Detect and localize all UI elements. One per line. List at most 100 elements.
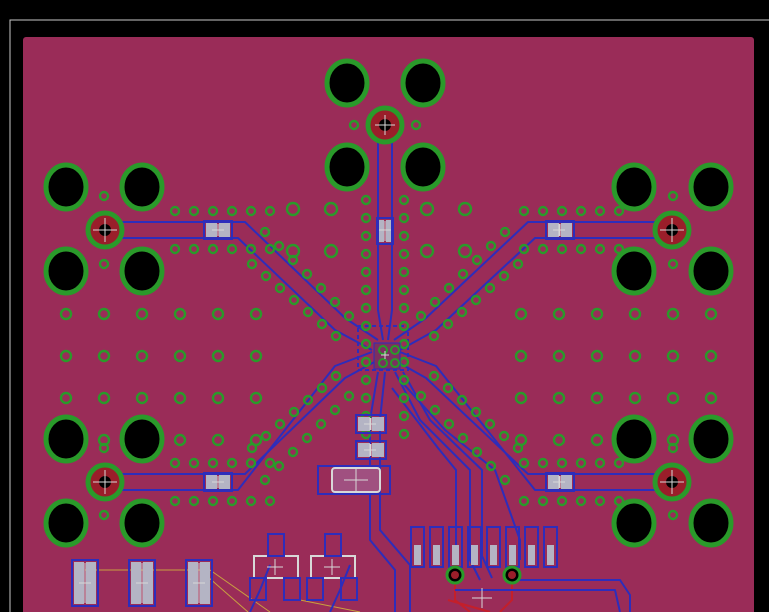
ground-pad-hole[interactable] — [324, 142, 370, 192]
header-pin-pad[interactable] — [467, 526, 482, 568]
via[interactable] — [169, 457, 181, 469]
via[interactable] — [169, 205, 181, 217]
via[interactable] — [259, 474, 271, 486]
via[interactable] — [260, 270, 272, 282]
ground-pad-hole[interactable] — [43, 162, 89, 212]
via-layer[interactable] — [59, 119, 718, 521]
via[interactable] — [419, 201, 435, 217]
ground-pad-hole[interactable] — [611, 246, 657, 296]
via[interactable] — [173, 391, 187, 405]
via[interactable] — [498, 430, 510, 442]
via[interactable] — [398, 284, 410, 296]
via[interactable] — [498, 270, 510, 282]
via[interactable] — [323, 243, 339, 259]
header-pin-pad[interactable] — [486, 526, 501, 568]
via[interactable] — [590, 349, 604, 363]
via[interactable] — [207, 205, 219, 217]
via[interactable] — [98, 258, 110, 270]
resistor-outline[interactable] — [128, 559, 156, 607]
via[interactable] — [98, 509, 110, 521]
via[interactable] — [456, 394, 468, 406]
via[interactable] — [360, 284, 372, 296]
via[interactable] — [704, 391, 718, 405]
ground-pad-hole[interactable] — [688, 162, 734, 212]
sot23-pad[interactable] — [324, 533, 342, 557]
via[interactable] — [329, 296, 341, 308]
resistor-pad[interactable] — [219, 223, 230, 237]
resistor-pad[interactable] — [372, 417, 384, 431]
via[interactable] — [285, 201, 301, 217]
via[interactable] — [518, 457, 530, 469]
via[interactable] — [594, 243, 606, 255]
via[interactable] — [360, 248, 372, 260]
via[interactable] — [499, 226, 511, 238]
header-pin-copper[interactable] — [433, 545, 440, 565]
via[interactable] — [343, 310, 355, 322]
via[interactable] — [415, 390, 427, 402]
via[interactable] — [360, 392, 372, 404]
via[interactable] — [485, 240, 497, 252]
via[interactable] — [552, 349, 566, 363]
via[interactable] — [97, 391, 111, 405]
via[interactable] — [207, 243, 219, 255]
via[interactable] — [575, 243, 587, 255]
via[interactable] — [398, 194, 410, 206]
via[interactable] — [302, 394, 314, 406]
resistor-pad[interactable] — [219, 475, 230, 489]
via[interactable] — [628, 391, 642, 405]
qfn-thermal-via[interactable] — [390, 345, 400, 355]
via[interactable] — [471, 254, 483, 266]
via[interactable] — [398, 392, 410, 404]
via[interactable] — [429, 296, 441, 308]
via[interactable] — [264, 495, 276, 507]
via[interactable] — [537, 205, 549, 217]
resistor-outline[interactable] — [545, 472, 575, 492]
via[interactable] — [398, 230, 410, 242]
via[interactable] — [97, 349, 111, 363]
resistor-pad[interactable] — [206, 223, 217, 237]
ground-pad-hole[interactable] — [400, 58, 446, 108]
via[interactable] — [456, 306, 468, 318]
via[interactable] — [499, 474, 511, 486]
header-pin-copper[interactable] — [509, 545, 516, 565]
sot23-pad[interactable] — [249, 577, 267, 601]
via[interactable] — [316, 382, 328, 394]
ground-pad-hole[interactable] — [324, 58, 370, 108]
via[interactable] — [518, 243, 530, 255]
resistor-pad[interactable] — [561, 475, 572, 489]
via[interactable] — [211, 391, 225, 405]
via[interactable] — [249, 391, 263, 405]
resistor-pad[interactable] — [372, 443, 384, 457]
via[interactable] — [360, 266, 372, 278]
via[interactable] — [419, 243, 435, 259]
via[interactable] — [443, 282, 455, 294]
via[interactable] — [301, 268, 313, 280]
ground-pad-hole[interactable] — [119, 498, 165, 548]
ground-pad-hole[interactable] — [119, 162, 165, 212]
via[interactable] — [226, 495, 238, 507]
resistor-pad[interactable] — [206, 475, 217, 489]
via[interactable] — [288, 294, 300, 306]
via[interactable] — [537, 243, 549, 255]
ground-pad-hole[interactable] — [611, 162, 657, 212]
header-pin-pad[interactable] — [410, 526, 425, 568]
via[interactable] — [315, 282, 327, 294]
via[interactable] — [484, 282, 496, 294]
resistor-pad[interactable] — [379, 220, 384, 242]
via[interactable] — [135, 349, 149, 363]
via[interactable] — [245, 243, 257, 255]
resistor-outline[interactable] — [376, 217, 394, 245]
via[interactable] — [245, 205, 257, 217]
via[interactable] — [398, 248, 410, 260]
via[interactable] — [59, 349, 73, 363]
via[interactable] — [315, 418, 327, 430]
header-pin-pad[interactable] — [543, 526, 558, 568]
via[interactable] — [552, 391, 566, 405]
via[interactable] — [173, 433, 187, 447]
via[interactable] — [360, 230, 372, 242]
header-pin-copper[interactable] — [414, 545, 421, 565]
via[interactable] — [590, 433, 604, 447]
via[interactable] — [704, 349, 718, 363]
ground-pad-hole[interactable] — [43, 246, 89, 296]
via[interactable] — [398, 428, 410, 440]
